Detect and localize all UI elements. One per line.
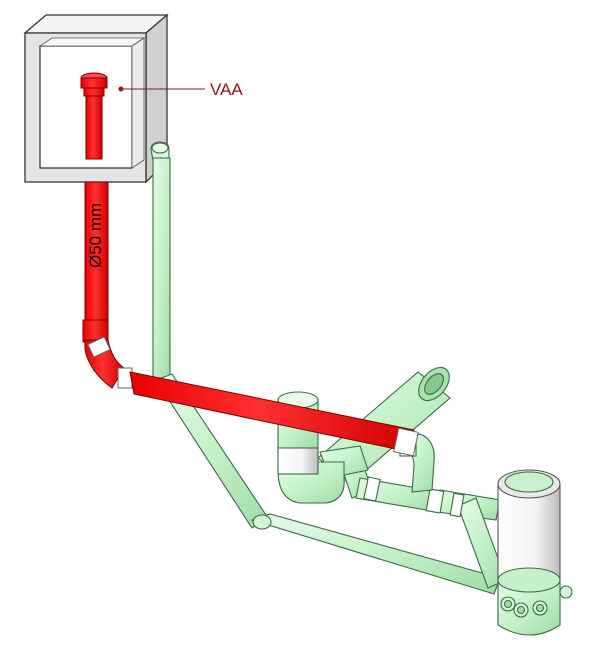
pipe-diameter-label: Ø50 mm xyxy=(86,203,105,268)
valve-label: VAA xyxy=(210,80,243,99)
floor-gully xyxy=(497,469,573,636)
drain-branch xyxy=(339,455,507,589)
valve-callout: VAA xyxy=(118,80,243,99)
drain-diagonal xyxy=(155,373,501,595)
drain-riser xyxy=(150,141,171,379)
vent-pipe xyxy=(80,72,419,457)
